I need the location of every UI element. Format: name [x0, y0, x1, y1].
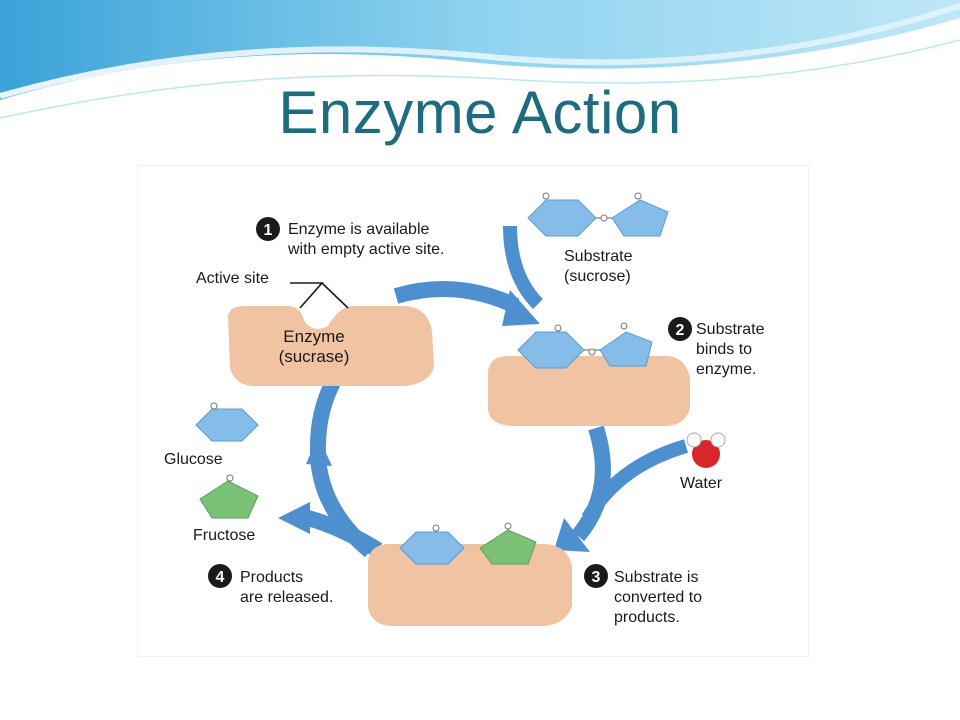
- fructose-product: [199, 480, 259, 519]
- cycle-arrow-top: [393, 280, 520, 314]
- cycle-arrowheads: [278, 290, 590, 552]
- step-3-line2: converted to: [614, 589, 702, 606]
- enzyme-with-products: [368, 544, 572, 626]
- glucose-ring-substrate: [527, 199, 597, 237]
- sucrose-molecule: [527, 192, 669, 237]
- cycle-arrow-right: [571, 425, 611, 542]
- step-1-line1: Enzyme is available: [288, 221, 430, 238]
- arrowhead-left: [306, 436, 332, 466]
- glucose-label: Glucose: [164, 451, 223, 468]
- glucose-ring-product: [399, 531, 465, 565]
- arrowhead-products: [278, 502, 310, 534]
- step-2-line2: binds to: [696, 341, 752, 358]
- enzyme-label-line1: Enzyme: [283, 327, 344, 346]
- glucose-product: [195, 408, 259, 442]
- substrate-entry-arrow: [503, 225, 544, 309]
- step-3-number: 3: [592, 569, 601, 586]
- fructose-ring-substrate: [611, 199, 669, 237]
- step-4-line1: Products: [240, 569, 303, 586]
- fructose-label: Fructose: [193, 527, 255, 544]
- step-1-line2: with empty active site.: [287, 241, 445, 258]
- step-2-number: 2: [676, 322, 685, 339]
- step-4-badge: [208, 564, 232, 588]
- slide-title: Enzyme Action: [278, 79, 682, 146]
- fructose-ring-product: [479, 529, 537, 565]
- step-2-badge: [668, 317, 692, 341]
- water-molecule: [686, 432, 726, 468]
- cycle-svg: Enzyme (sucrase) Active site 1 Enzyme is…: [164, 192, 765, 626]
- fructose-ring-bound: [599, 331, 653, 367]
- step-1-badge: [256, 217, 280, 241]
- step-2-line1: Substrate: [696, 321, 765, 338]
- header-wave-decoration: [0, 0, 960, 119]
- water-entry-arrow: [581, 439, 689, 522]
- step-4-line2: are released.: [240, 589, 333, 606]
- step-2-line3: enzyme.: [696, 361, 756, 378]
- step-3-badge: [584, 564, 608, 588]
- step-3-line1: Substrate is: [614, 569, 698, 586]
- arrowhead-right: [554, 518, 590, 552]
- substrate-label-line1: Substrate: [564, 248, 633, 265]
- step-1-number: 1: [264, 222, 273, 239]
- enzyme-label-line2: (sucrase): [279, 347, 350, 366]
- water-label: Water: [680, 475, 723, 492]
- step-4-number: 4: [216, 569, 225, 586]
- substrate-label-line2: (sucrose): [564, 268, 631, 285]
- products-release-arrow: [305, 510, 383, 557]
- active-site-pointer: [290, 282, 349, 309]
- enzyme-bound: [488, 356, 690, 426]
- enzyme-empty: [228, 306, 434, 386]
- enzyme-action-diagram: Enzyme (sucrase) Active site 1 Enzyme is…: [137, 165, 809, 657]
- arrowhead-top: [502, 290, 540, 326]
- active-site-label: Active site: [196, 270, 269, 287]
- step-3-line3: products.: [614, 609, 680, 626]
